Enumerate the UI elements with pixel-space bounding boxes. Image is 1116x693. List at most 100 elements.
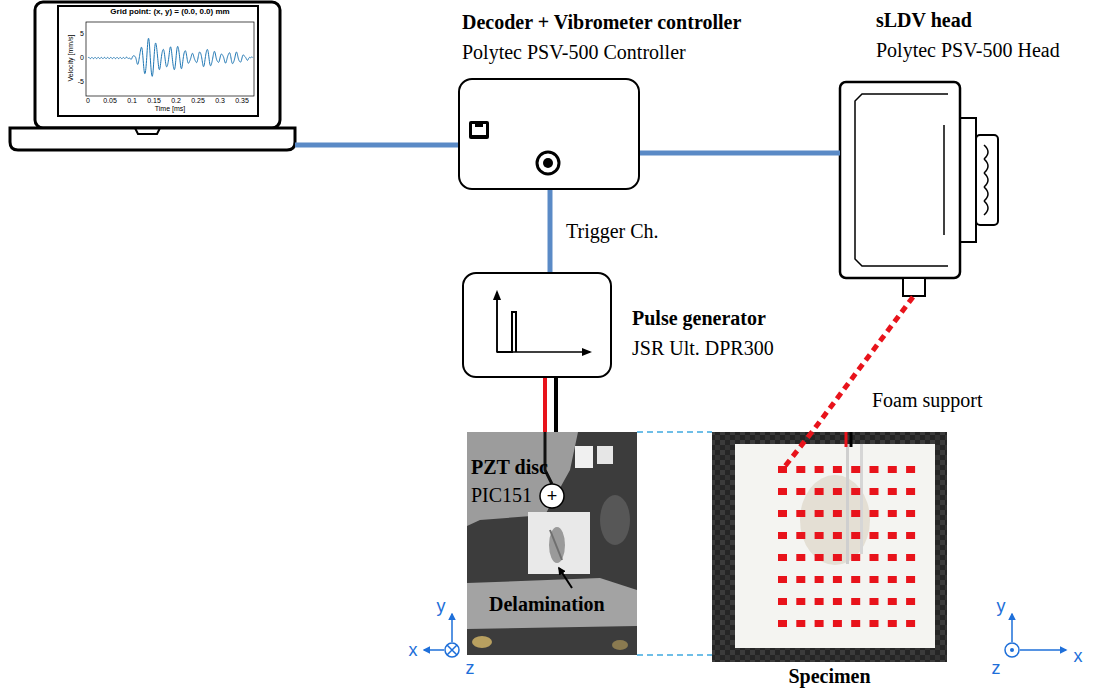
axis-label: z: [992, 658, 1001, 679]
scan-point: [833, 532, 842, 539]
cable: [640, 151, 840, 156]
tick-label: 5: [80, 30, 84, 38]
part-name: PZT disc: [471, 456, 548, 479]
axis-label: z: [466, 658, 475, 679]
axis-triad-back: [445, 643, 459, 657]
controller-box: Decoder + Vibrometer controllerPolytec P…: [458, 78, 640, 190]
tick-label: 0.2: [171, 97, 181, 105]
scan-point: [888, 488, 897, 495]
axis-title: Velocity [mm/s]: [67, 34, 75, 81]
scan-point: [906, 488, 915, 495]
specimen-back-photo-image: [550, 530, 562, 560]
scan-point: [870, 620, 879, 627]
axis-title: Time [ms]: [155, 105, 185, 113]
specimen-back-photo-image: [597, 446, 613, 464]
device-name: sLDV head: [876, 9, 972, 32]
specimen-front-photo-image: [850, 432, 853, 447]
scan-point: [851, 532, 860, 539]
specimen-back-photo: PZT discPIC151+Delamination: [467, 432, 637, 655]
axis-triad-back: [451, 614, 453, 642]
scan-point: [833, 620, 842, 627]
scan-point: [815, 466, 824, 473]
pulse-icon: [497, 312, 516, 352]
scan-point: [833, 466, 842, 473]
laser-beam: [812, 297, 913, 432]
device-model: JSR Ult. DPR300: [632, 337, 774, 360]
scan-point: [870, 554, 879, 561]
scan-point: [906, 466, 915, 473]
specimen-back-photo-image: [467, 432, 578, 526]
specimen-front-photo: Specimen: [712, 432, 947, 662]
sldv-head-drawing: [903, 278, 925, 296]
tick-label: -5: [78, 78, 84, 86]
scan-point: [888, 576, 897, 583]
axis-label: y: [437, 596, 446, 617]
scan-point: [870, 598, 879, 605]
laptop-icon: [88, 38, 253, 76]
defect-label: Delamination: [489, 593, 605, 616]
scan-point: [796, 466, 805, 473]
plot-title: Grid point: (x, y) = (0.0, 0.0) mm: [110, 7, 229, 16]
controller-ports: [475, 124, 483, 127]
scan-point: [833, 554, 842, 561]
laser-beam: [812, 297, 913, 432]
pulse-icon: [496, 292, 498, 352]
sldv-head-drawing: [976, 135, 998, 225]
specimen-front-photo-image: [712, 432, 947, 662]
specimen-front-photo-image: [712, 432, 947, 662]
tick-label: 0.15: [147, 97, 161, 105]
specimen-front-photo-image: [846, 444, 849, 564]
scan-point: [815, 554, 824, 561]
scan-point: [796, 488, 805, 495]
specimen-front-photo-image: [845, 432, 848, 447]
specimen-front-photo-image: [860, 444, 863, 554]
laptop-screen: Grid point: (x, y) = (0.0, 0.0) mm Veloci…: [10, 0, 295, 152]
specimen-back-photo-image: [559, 568, 572, 588]
laptop-icon: [86, 22, 254, 96]
axis-triad-back: [447, 645, 457, 655]
scan-point: [870, 488, 879, 495]
specimen-back-photo-image: [600, 495, 630, 545]
device-name: Decoder + Vibrometer controller: [462, 11, 741, 34]
cable: [640, 153, 840, 154]
scan-point: [870, 532, 879, 539]
scan-point: [833, 488, 842, 495]
tick-label: 0.25: [191, 97, 205, 105]
scan-point: [815, 488, 824, 495]
controller-ports: [543, 158, 553, 168]
scan-point: [851, 620, 860, 627]
laptop-icon: [58, 6, 258, 116]
specimen-back-photo-image: [612, 640, 628, 650]
specimen-front-photo-image: [735, 444, 935, 648]
scan-point: [778, 576, 787, 583]
part-model: PIC151: [471, 484, 532, 507]
controller-ports: [469, 121, 559, 174]
scan-point: [870, 466, 879, 473]
specimen-back-photo-image: [467, 432, 637, 655]
scan-point: [796, 620, 805, 627]
scan-point: [906, 532, 915, 539]
excitation-wires: [554, 378, 558, 432]
correspondence-line: [637, 432, 712, 433]
scan-point: [851, 466, 860, 473]
controller-ports: [469, 121, 489, 139]
axis-label: x: [409, 640, 418, 661]
excitation-wires: [545, 378, 556, 432]
specimen-front-photo-image: [800, 475, 870, 565]
scan-point: [833, 576, 842, 583]
trigger-cable: [548, 190, 553, 272]
controller-ports: [472, 124, 486, 135]
scan-point: [906, 576, 915, 583]
scan-point: [796, 510, 805, 517]
tick-label: 0.05: [103, 97, 117, 105]
axis-triad-front: [1020, 649, 1066, 651]
scan-point: [870, 576, 879, 583]
scan-point: [815, 532, 824, 539]
scan-point: [796, 598, 805, 605]
scan-point: [851, 598, 860, 605]
tick-label: 0.3: [215, 97, 225, 105]
sldv-head: sLDV headPolytec PSV-500 Head: [840, 82, 1000, 297]
specimen-back-photo-image: [467, 432, 637, 655]
